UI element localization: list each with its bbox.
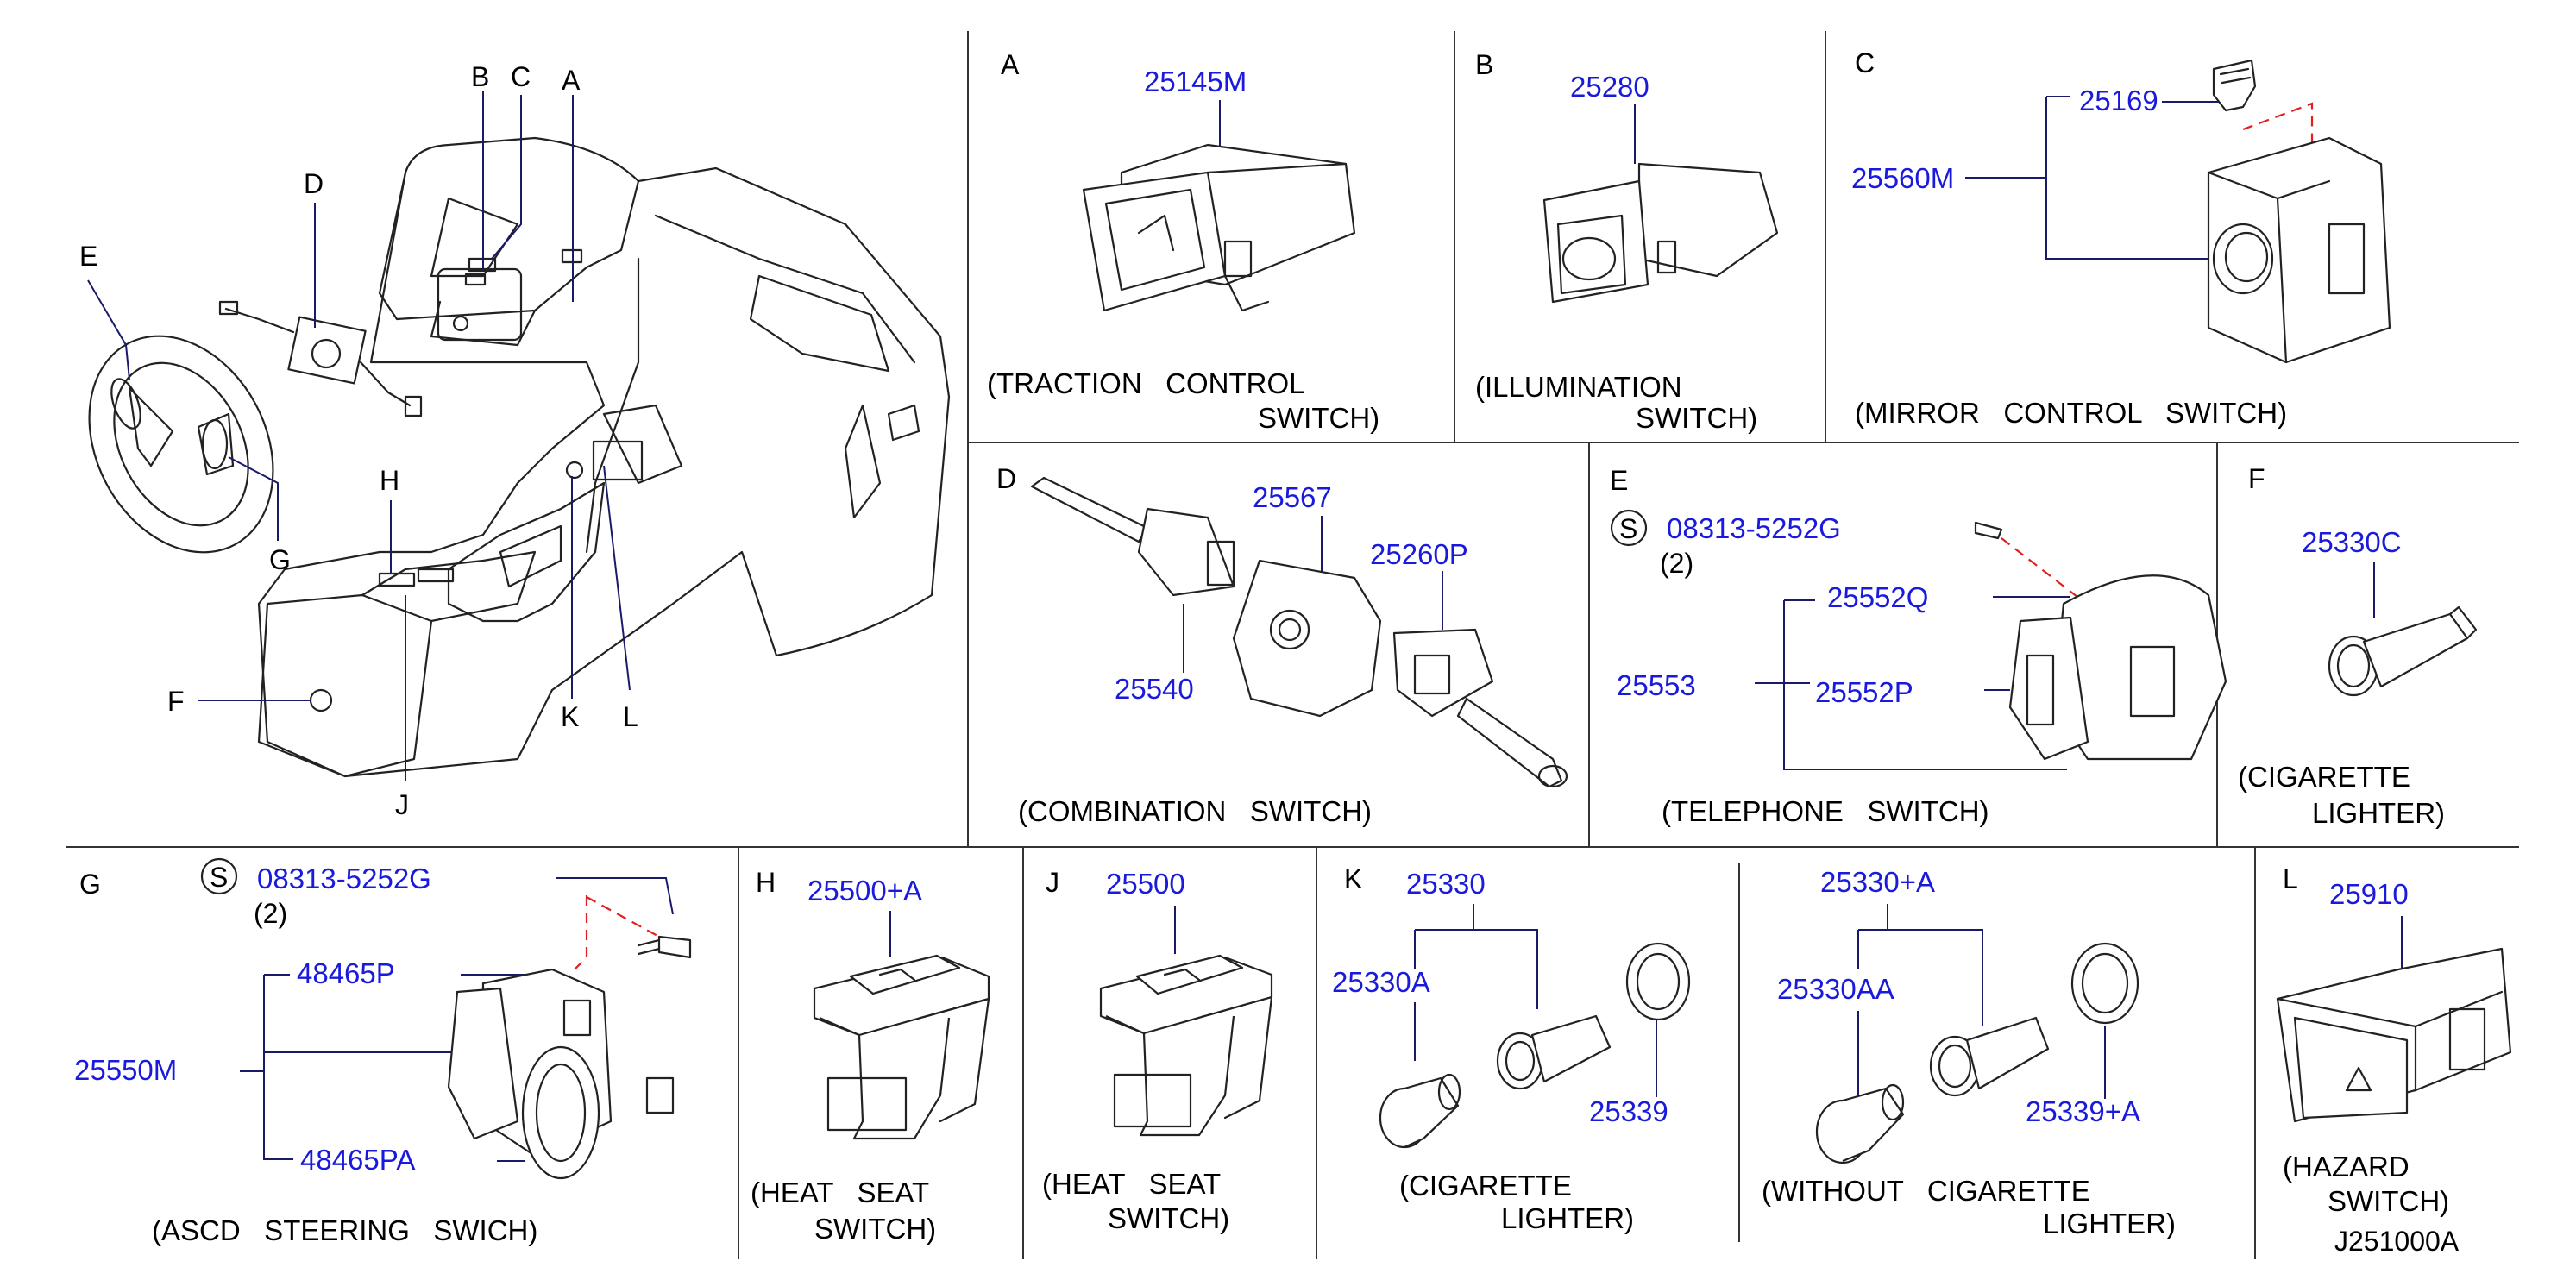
- overview-label-a: A: [562, 65, 581, 96]
- caption-line-1: (MIRROR CONTROL SWITCH): [1855, 397, 2287, 429]
- panel-h-heat-seat-switch: H 25500+A (HEAT SEAT SWITCH): [751, 867, 990, 1245]
- panel-d-combination-switch: D 25567 25260P 25540 (COMBINATION SWITCH…: [996, 463, 1568, 827]
- part-number: 25553: [1617, 669, 1696, 701]
- screw-part-number: 08313-5252G: [257, 863, 431, 894]
- panel-letter: C: [1855, 47, 1875, 78]
- combination-switch-small-drawing: [218, 300, 423, 417]
- part-number: 25552Q: [1827, 581, 1928, 613]
- part-number: 48465P: [297, 957, 395, 989]
- panel-c-mirror-control-switch: C 25169 25560M (MIRROR CONTROL SWITCH): [1851, 47, 2391, 429]
- screw-symbol-circle: [1610, 509, 1648, 547]
- overview-label-h: H: [380, 465, 399, 496]
- panel-letter: D: [996, 463, 1016, 494]
- caption-line-1: (HAZARD: [2283, 1151, 2410, 1183]
- panel-b-illumination-switch: B 25280 (ILLUMINATION SWITCH): [1475, 49, 1779, 434]
- panel-letter: K: [1344, 863, 1362, 894]
- panel-letter: A: [1001, 49, 1020, 80]
- caption-line-2: SWITCH): [1258, 402, 1379, 434]
- screw-quantity: (2): [254, 898, 287, 929]
- caption-line-1: (CIGARETTE: [2238, 761, 2410, 793]
- screw-symbol: S: [1619, 513, 1637, 544]
- caption-line-2: LIGHTER): [1501, 1202, 1634, 1234]
- part-number: 25330+A: [1820, 866, 1935, 898]
- part-number: 25145M: [1144, 66, 1247, 97]
- panel-a-traction-control-switch: A 25145M (TRACTION CONTROL SWITCH): [987, 49, 1379, 434]
- caption-line-1: (CIGARETTE: [1399, 1170, 1572, 1202]
- part-number: 48465PA: [300, 1144, 415, 1176]
- screw-quantity: (2): [1660, 548, 1693, 579]
- overview-label-e: E: [79, 241, 97, 272]
- part-number: 25330: [1406, 868, 1486, 900]
- part-number: 25552P: [1815, 676, 1913, 708]
- caption-line-1: (ASCD STEERING SWICH): [152, 1214, 537, 1246]
- panel-f-cigarette-lighter: F 25330C (CIGARETTE LIGHTER): [2238, 463, 2478, 829]
- part-number: 25169: [2079, 85, 2158, 116]
- panel-g-ascd-steering-switch: G S 08313-5252G (2) 48465P 25550M 48465P…: [74, 857, 692, 1246]
- overview-label-c: C: [511, 61, 531, 92]
- panel-letter: F: [2248, 463, 2265, 494]
- overview-label-f: F: [167, 686, 185, 717]
- overview-label-j: J: [395, 789, 409, 820]
- caption-line-1: (HEAT SEAT: [751, 1176, 929, 1208]
- caption-line-2: SWITCH): [1108, 1202, 1229, 1234]
- panel-letter: B: [1475, 49, 1493, 80]
- caption-line-1: (COMBINATION SWITCH): [1018, 795, 1372, 827]
- part-number: 25330A: [1332, 966, 1430, 998]
- part-number: 25910: [2329, 878, 2409, 910]
- overview-label-d: D: [304, 168, 324, 199]
- caption-line-2: SWITCH): [814, 1213, 936, 1245]
- part-number: 25500: [1106, 868, 1185, 900]
- part-number: 25550M: [74, 1054, 177, 1086]
- panel-j-heat-seat-switch: J 25500 (HEAT SEAT SWITCH): [1042, 867, 1273, 1234]
- caption-line-2: LIGHTER): [2312, 797, 2445, 829]
- screw-symbol: S: [210, 862, 228, 893]
- panel-letter: H: [756, 867, 776, 898]
- panel-l-hazard-switch: L 25910 (HAZARD SWITCH) J251000A: [2276, 863, 2512, 1257]
- panel-letter: L: [2283, 863, 2298, 894]
- part-number: 25500+A: [807, 875, 922, 907]
- part-number: 25560M: [1851, 162, 1954, 194]
- overview-label-l: L: [623, 701, 638, 732]
- caption-line-1: (HEAT SEAT: [1042, 1168, 1221, 1200]
- drawing-code: J251000A: [2334, 1226, 2460, 1257]
- overview-label-g: G: [269, 544, 291, 575]
- part-number: 25280: [1570, 71, 1649, 103]
- panel-letter: J: [1046, 867, 1059, 898]
- caption-line-2: SWITCH): [2328, 1185, 2449, 1217]
- overview-label-b: B: [471, 61, 489, 92]
- part-number: 25330C: [2302, 526, 2402, 558]
- panel-k-cigarette-lighter: K 25330 25330A 25339 (CIGARETTE LIGHTER)…: [1332, 863, 2176, 1239]
- part-number: 25567: [1253, 481, 1332, 513]
- caption-line-4: LIGHTER): [2043, 1208, 2176, 1239]
- part-number: 25339+A: [2026, 1095, 2140, 1127]
- part-number: 25260P: [1370, 538, 1468, 570]
- part-number: 25339: [1589, 1095, 1668, 1127]
- panel-e-telephone-switch: E S 08313-5252G (2) 25552Q 25553 25552P …: [1610, 465, 2227, 827]
- part-number: 25540: [1115, 673, 1194, 705]
- part-number: 25330AA: [1777, 973, 1894, 1005]
- screw-symbol-circle: [200, 857, 238, 895]
- dashboard-outline: [257, 136, 951, 778]
- caption-line-1: (ILLUMINATION: [1475, 371, 1682, 403]
- caption-line-2: SWITCH): [1636, 402, 1757, 434]
- steering-wheel-drawing: [88, 335, 274, 554]
- panel-letter: E: [1610, 465, 1628, 496]
- caption-line-3: (WITHOUT CIGARETTE: [1762, 1175, 2090, 1207]
- caption-line-1: (TELEPHONE SWITCH): [1662, 795, 1989, 827]
- panel-letter: G: [79, 869, 101, 900]
- dashboard-overview: B C A D E G H F K L J: [79, 61, 951, 820]
- screw-part-number: 08313-5252G: [1667, 512, 1841, 544]
- overview-label-k: K: [561, 701, 579, 732]
- caption-line-1: (TRACTION CONTROL: [987, 367, 1305, 399]
